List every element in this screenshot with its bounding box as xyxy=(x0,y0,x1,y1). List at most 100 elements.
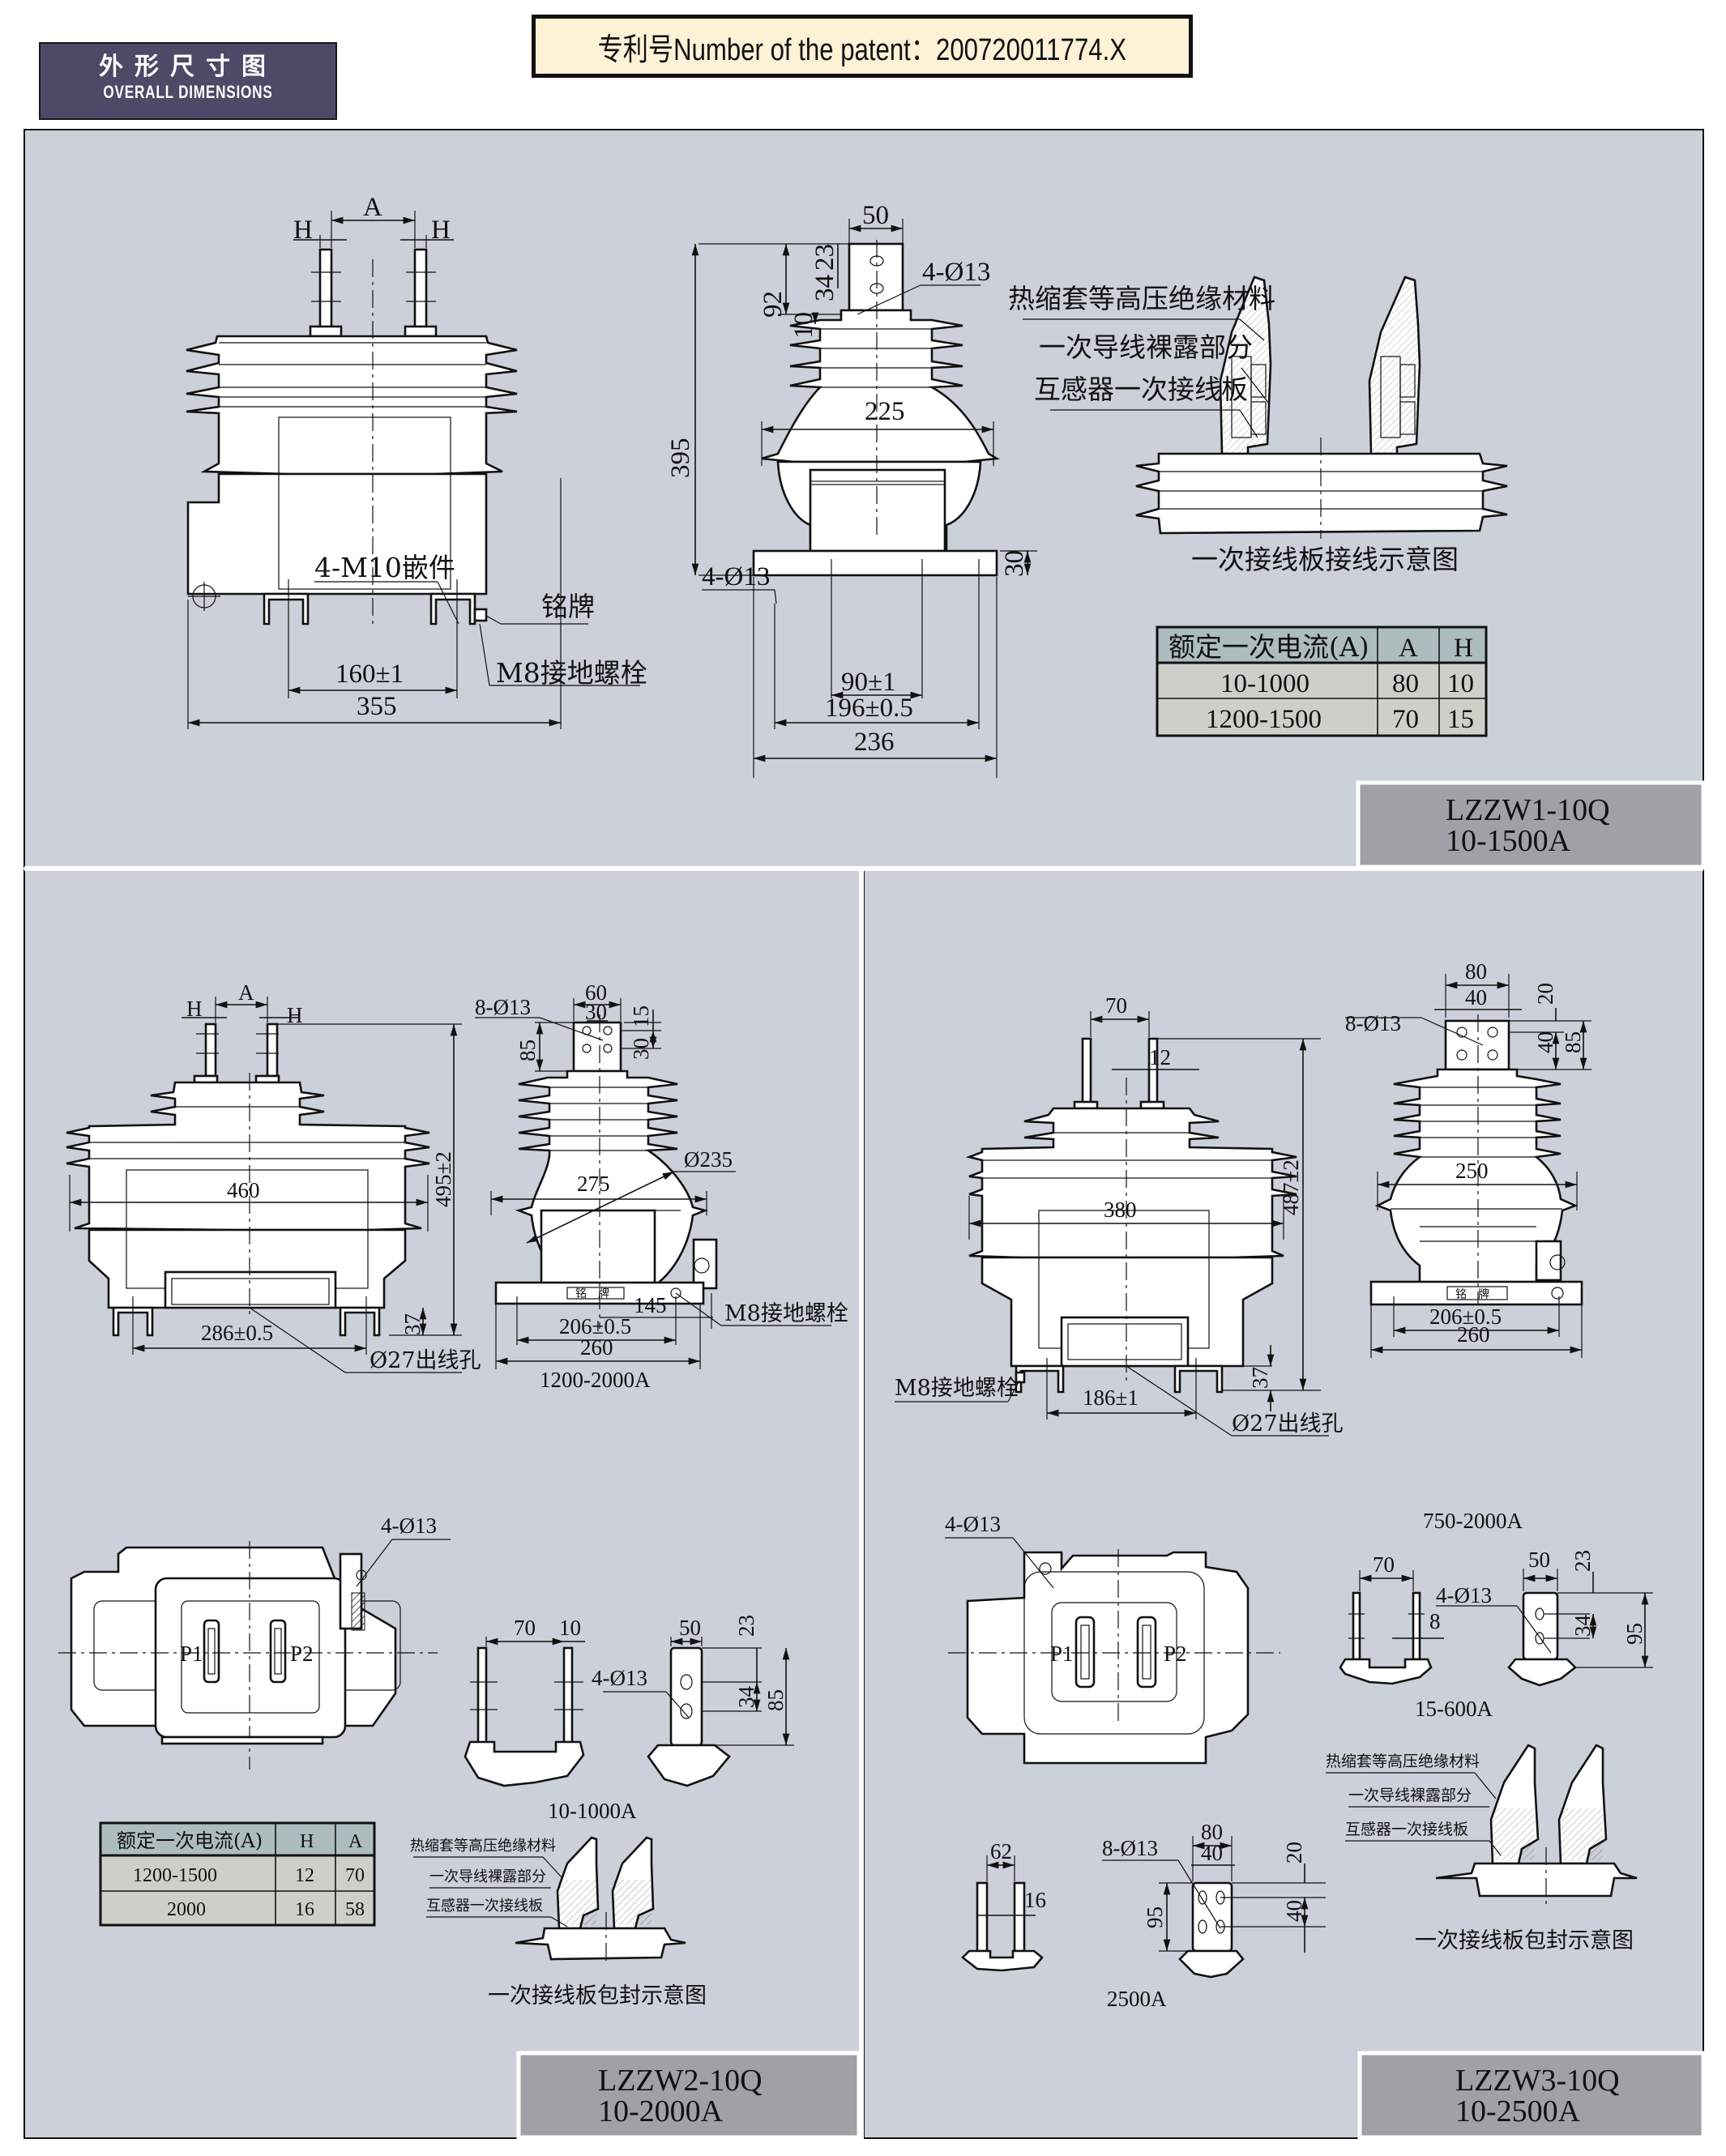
dim-145: 145 xyxy=(634,1293,667,1317)
dim-60: 60 xyxy=(585,980,607,1005)
dim-20: 20 xyxy=(1282,1842,1306,1864)
dim-50: 50 xyxy=(1528,1548,1550,1572)
dim-50: 50 xyxy=(679,1616,701,1640)
dim-37: 37 xyxy=(1248,1367,1272,1389)
dim-34: 34 xyxy=(810,275,840,301)
model-range: 10-2500A xyxy=(1455,2094,1581,2128)
model-range: 10-2000A xyxy=(598,2094,724,2128)
dim-286: 286±0.5 xyxy=(201,1321,273,1345)
dim-85: 85 xyxy=(763,1689,788,1711)
dim-70: 70 xyxy=(514,1616,536,1640)
dim-95: 95 xyxy=(1143,1906,1167,1928)
table-cell: 58 xyxy=(345,1899,365,1920)
holes-label: 8-Ø13 xyxy=(475,995,531,1019)
wiring-label-plate: 互感器一次接线板 xyxy=(1345,1821,1468,1838)
dim-380: 380 xyxy=(1104,1198,1137,1222)
dim-10: 10 xyxy=(789,312,818,339)
table-header: A xyxy=(348,1831,363,1852)
dim-80: 80 xyxy=(1465,959,1487,984)
model-name: LZZW3-10Q xyxy=(1455,2064,1620,2098)
holes-label: 4-Ø13 xyxy=(592,1666,647,1690)
table-header: A xyxy=(1399,634,1418,663)
dim-37: 37 xyxy=(400,1313,425,1335)
dim-34: 34 xyxy=(734,1686,758,1709)
lzzw3-wiring-diagram: 热缩套等高压绝缘材料 一次导线裸露部分 互感器一次接线板 一次接线板包封示意图 xyxy=(1326,1744,1638,1953)
holes-label: 8-Ø13 xyxy=(1102,1836,1158,1860)
wiring-caption: 一次接线板接线示意图 xyxy=(1191,544,1459,575)
view-caption: 750-2000A xyxy=(1423,1509,1523,1533)
lzzw3-side-view: 铭 牌 80 40 8-Ø13 20 40 85 250 206±0.5 260… xyxy=(1345,959,1591,1533)
wiring-label-insulation: 热缩套等高压绝缘材料 xyxy=(1326,1753,1480,1770)
table-cell: 80 xyxy=(1392,669,1419,698)
lzzw1-rating-table: 额定一次电流(A) A H 10-1000 80 10 1200-1500 70… xyxy=(1156,625,1488,737)
dim-160: 160±1 xyxy=(335,660,404,689)
wiring-label-exposed: 一次导线裸露部分 xyxy=(1348,1787,1472,1804)
section-title-cn: 外形尺寸图 xyxy=(99,53,277,81)
table-cell: 10 xyxy=(1447,669,1474,698)
dim-23: 23 xyxy=(734,1615,758,1637)
nameplate-label: 铭 牌 xyxy=(1455,1287,1489,1301)
terminal-p1-label: P1 xyxy=(1050,1642,1074,1666)
holes-label: 8-Ø13 xyxy=(1345,1011,1401,1035)
dim-15: 15 xyxy=(629,1005,653,1027)
table-cell: 15 xyxy=(1447,705,1474,734)
dim-16: 16 xyxy=(1024,1888,1046,1912)
dim-dia-235: Ø235 xyxy=(684,1147,733,1172)
lzzw1-wiring-diagram: 热缩套等高压绝缘材料 一次导线裸露部分 互感器一次接线板 一次接线板接线示意图 xyxy=(1008,275,1508,575)
holes-label: 4-Ø13 xyxy=(945,1512,1001,1536)
ground-bolt-label: M8接地螺栓 xyxy=(496,657,647,689)
dim-12: 12 xyxy=(1149,1045,1171,1069)
dim-23: 23 xyxy=(810,244,840,271)
dim-260: 260 xyxy=(1457,1322,1490,1347)
holes-label: 4-Ø13 xyxy=(381,1513,437,1538)
dim-236: 236 xyxy=(854,728,895,757)
dim-495: 495±2 xyxy=(431,1151,455,1207)
dim-90: 90±1 xyxy=(841,668,896,697)
wiring-label-insulation: 热缩套等高压绝缘材料 xyxy=(1008,283,1275,314)
dim-460: 460 xyxy=(227,1178,260,1202)
table-cell: 70 xyxy=(1392,705,1419,734)
patent-number: 专利号Number of the patent：200720011774.X xyxy=(597,32,1127,67)
wiring-caption: 一次接线板包封示意图 xyxy=(1415,1928,1634,1953)
model-range: 10-1500A xyxy=(1446,824,1571,858)
dim-70: 70 xyxy=(1105,993,1127,1018)
holes-label: 4-Ø13 xyxy=(1436,1583,1492,1607)
panel-lzzw2 xyxy=(23,869,861,2139)
dim-h-left: H xyxy=(186,997,203,1021)
table-header: 额定一次电流(A) xyxy=(1168,631,1369,663)
table-cell: 1200-1500 xyxy=(133,1865,217,1886)
table-header: H xyxy=(300,1831,314,1852)
model-name: LZZW2-10Q xyxy=(598,2064,763,2098)
dim-40-h: 40 xyxy=(1201,1841,1223,1865)
dim-206: 206±0.5 xyxy=(559,1314,631,1338)
dim-40-h: 40 xyxy=(1465,985,1487,1010)
outlet-label: Ø27出线孔 xyxy=(1232,1411,1344,1437)
wiring-label-plate: 互感器一次接线板 xyxy=(1034,374,1248,405)
dim-h-left: H xyxy=(293,216,313,245)
table-header: H xyxy=(1454,634,1473,663)
section-title-en: OVERALL DIMENSIONS xyxy=(103,82,273,102)
dim-20: 20 xyxy=(1533,983,1557,1005)
dim-95: 95 xyxy=(1622,1623,1647,1645)
lzzw2-wiring-diagram: 热缩套等高压绝缘材料 一次导线裸露部分 互感器一次接线板 一次接线板包封示意图 xyxy=(410,1836,707,2009)
model-box-lzzw3: LZZW3-10Q 10-2500A xyxy=(1357,2051,1706,2140)
table-cell: 1200-1500 xyxy=(1206,705,1322,734)
lzzw3-terminal-2500a: 62 16 80 40 8-Ø13 95 20 40 2500A xyxy=(961,1820,1326,2011)
table-cell: 70 xyxy=(345,1865,365,1886)
wiring-label-exposed: 一次导线裸露部分 xyxy=(429,1868,546,1885)
dim-h-right: H xyxy=(431,216,451,245)
dim-10: 10 xyxy=(559,1616,581,1640)
lzzw2-front-view: A H H 495±2 460 37 286±0.5 Ø27出线孔 xyxy=(66,980,481,1373)
model-box-lzzw1: LZZW1-10Q 10-1500A xyxy=(1356,780,1706,869)
dim-8: 8 xyxy=(1429,1609,1441,1633)
dim-80: 80 xyxy=(1201,1820,1223,1844)
dim-23: 23 xyxy=(1570,1550,1595,1572)
wiring-caption: 一次接线板包封示意图 xyxy=(488,1983,707,2009)
lzzw2-rating-table: 额定一次电流(A) H A 1200-1500 12 70 2000 16 58 xyxy=(99,1821,376,1927)
lzzw3-terminal-15-600a: 70 8 50 23 34 95 4-Ø13 15-600A xyxy=(1339,1548,1653,1721)
dim-196: 196±0.5 xyxy=(825,694,913,723)
model-name: LZZW1-10Q xyxy=(1446,793,1610,827)
patent-number-box: 专利号Number of the patent：200720011774.X xyxy=(532,15,1193,78)
table-header: 额定一次电流(A) xyxy=(117,1829,263,1852)
